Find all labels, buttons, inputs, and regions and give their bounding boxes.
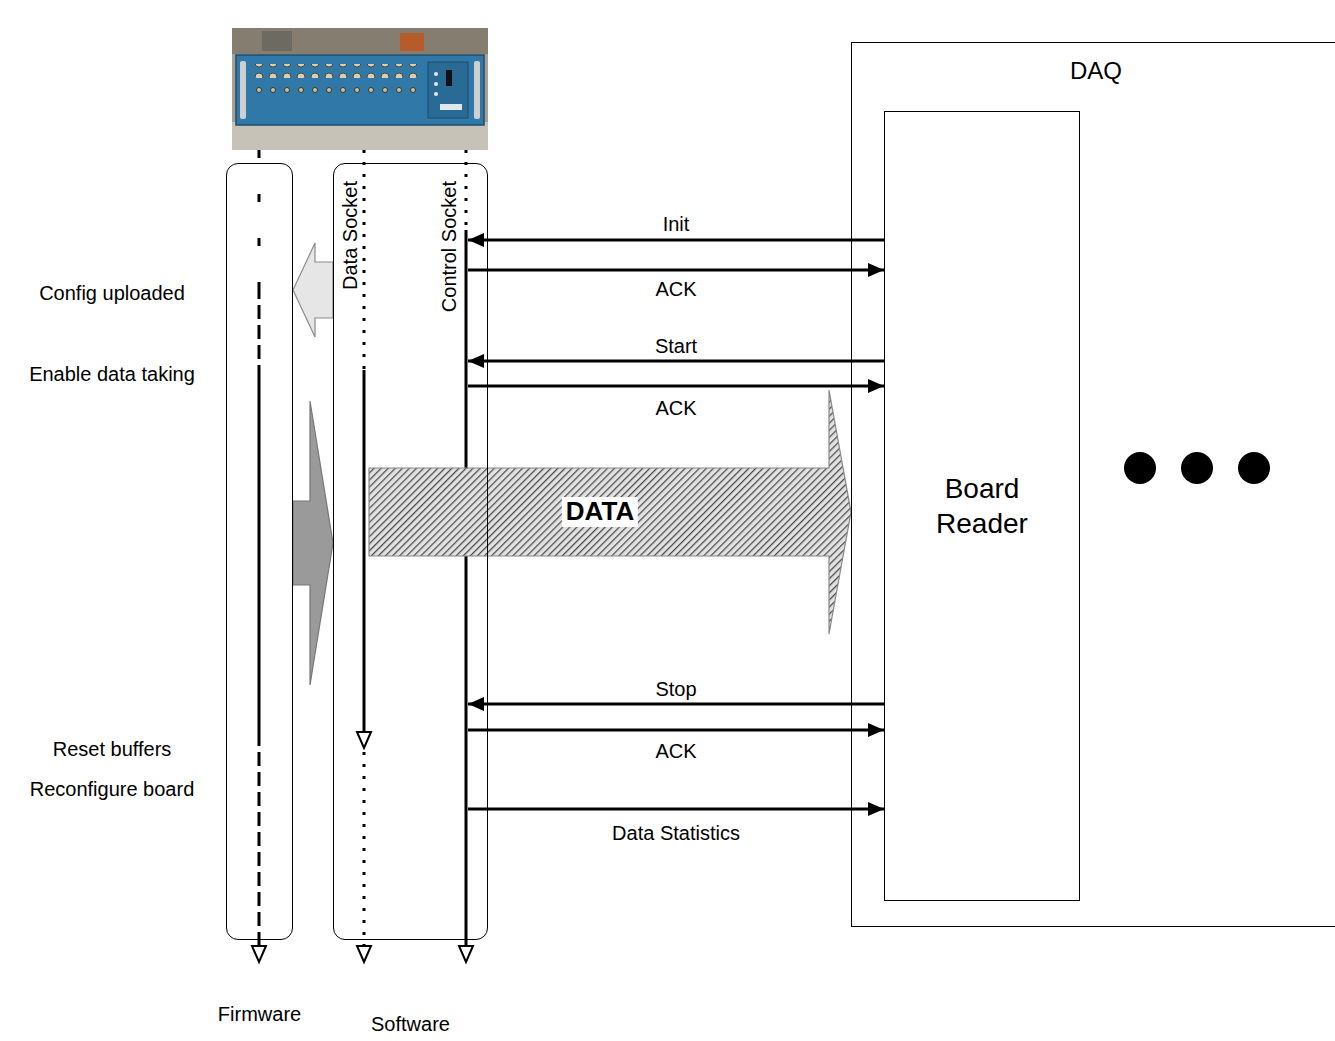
lifeline-segment	[465, 150, 468, 230]
lifeline-segment	[363, 150, 366, 370]
lifeline-segment	[258, 150, 261, 285]
lifeline-segment	[465, 230, 468, 946]
message-arrow	[468, 239, 884, 242]
message-arrow	[468, 385, 884, 388]
photo-background	[232, 28, 488, 150]
connector-row	[252, 64, 420, 78]
board-reader-box: Board Reader	[884, 111, 1080, 901]
message-label: ACK	[655, 397, 696, 420]
block-arrow	[293, 243, 333, 337]
firmware-column: Firmware	[226, 163, 293, 940]
column-label: Firmware	[218, 1003, 301, 1026]
message-label: Stop	[655, 678, 696, 701]
message-label: DATA	[562, 497, 638, 527]
lifeline-segment	[258, 285, 261, 365]
message-label: Init	[663, 213, 690, 236]
event-label: Reconfigure board	[30, 778, 195, 801]
socket-label: Control Socket	[439, 181, 459, 312]
message-arrow	[468, 703, 884, 706]
board-photo	[232, 28, 488, 150]
panel-led	[434, 72, 438, 76]
chassis-handle	[474, 61, 480, 119]
panel-led	[434, 92, 438, 96]
lifeline-arrowhead	[357, 946, 371, 962]
photo-equipment	[262, 31, 292, 51]
lifeline-arrowhead	[252, 946, 266, 962]
firmware-lifeline	[252, 150, 266, 962]
box-label: Board Reader	[907, 471, 1057, 541]
socket-label: Data Socket	[340, 181, 360, 290]
software-column: SoftwareData SocketControl Socket	[333, 163, 488, 940]
event-label: Enable data taking	[29, 363, 195, 386]
ellipsis-dot	[1124, 452, 1156, 484]
message-arrow	[468, 808, 884, 811]
event-label: Reset buffers	[53, 738, 172, 761]
connector-row	[252, 82, 420, 94]
control-panel	[428, 62, 468, 118]
message-label: ACK	[655, 740, 696, 763]
photo-equipment	[400, 33, 424, 51]
ellipsis-dot	[1238, 452, 1270, 484]
message-label: ACK	[655, 278, 696, 301]
column-label: Software	[371, 1013, 450, 1036]
lifeline-arrowhead	[459, 946, 473, 962]
message-label: Data Statistics	[612, 822, 740, 845]
lifeline-segment	[258, 365, 261, 732]
panel-led	[434, 82, 438, 86]
chassis-handle	[240, 61, 246, 119]
event-label: Config uploaded	[39, 282, 185, 305]
block-arrow	[293, 401, 333, 685]
message-arrow	[468, 360, 884, 363]
panel-logo	[440, 104, 462, 110]
board-chassis	[236, 55, 484, 125]
ellipsis-dots	[1124, 452, 1270, 484]
data-socket-lifeline: Data Socket	[339, 176, 369, 931]
daq-box: DAQ Board Reader	[851, 42, 1335, 927]
lifeline-segment	[258, 732, 261, 946]
message-label: Start	[655, 335, 697, 358]
photo-lab-shelf	[232, 28, 488, 54]
photo-desk	[232, 122, 488, 150]
panel-switch	[446, 70, 452, 86]
lifeline-segment	[363, 752, 366, 946]
block-arrow	[369, 390, 851, 634]
control-socket-lifeline: Control Socket	[438, 176, 468, 931]
box-title: DAQ	[1070, 57, 1122, 86]
lifeline-segment	[363, 370, 366, 732]
message-arrow	[468, 729, 884, 732]
lifeline-arrowhead	[357, 732, 371, 748]
ellipsis-dot	[1181, 452, 1213, 484]
message-arrow	[468, 269, 884, 272]
